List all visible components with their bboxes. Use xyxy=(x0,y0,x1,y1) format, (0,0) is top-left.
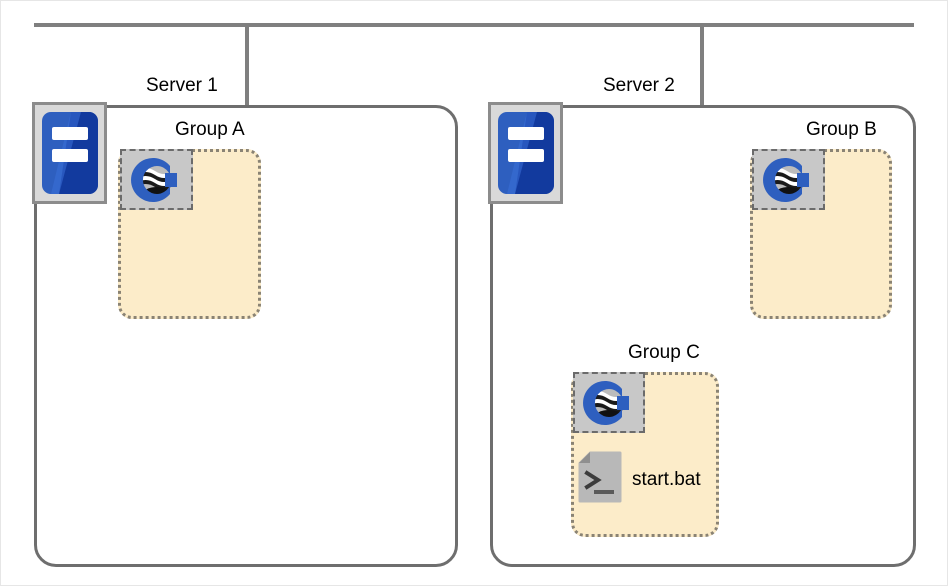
globe-g-icon[interactable] xyxy=(573,372,645,433)
server-2-label: Server 2 xyxy=(603,75,675,96)
group-a-label: Group A xyxy=(175,119,245,140)
file-item-start-bat[interactable]: start.bat xyxy=(578,451,701,509)
bat-script-file-icon xyxy=(578,451,622,509)
group-c-label: Group C xyxy=(628,342,700,363)
top-bus-line xyxy=(34,23,914,27)
file-name-label: start.bat xyxy=(632,469,701,490)
server-2-drop-line xyxy=(700,23,704,107)
server-1-drop-line xyxy=(245,23,249,107)
globe-g-icon[interactable] xyxy=(120,149,193,210)
group-b-label: Group B xyxy=(806,119,877,140)
server-icon[interactable] xyxy=(32,102,107,204)
server-icon[interactable] xyxy=(488,102,563,204)
server-1-label: Server 1 xyxy=(146,75,218,96)
globe-g-icon[interactable] xyxy=(752,149,825,210)
